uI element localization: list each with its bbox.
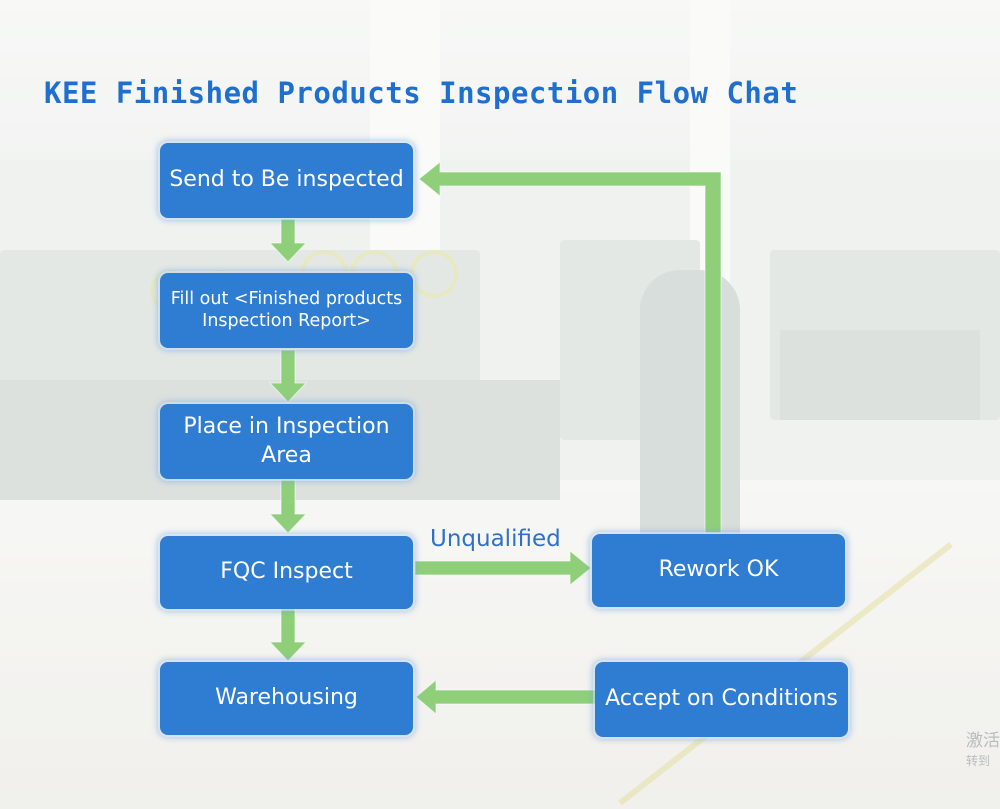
arrow-place-to-fqc bbox=[268, 479, 308, 534]
node-send-to-be-inspected: Send to Be inspected bbox=[160, 143, 413, 218]
node-accept-on-conditions: Accept on Conditions bbox=[595, 662, 848, 737]
edge-label-unqualified: Unqualified bbox=[430, 526, 561, 552]
node-label: Fill out <Finished products Inspection R… bbox=[170, 289, 403, 331]
arrow-fqc-to-rework bbox=[414, 549, 592, 587]
page-title: KEE Finished Products Inspection Flow Ch… bbox=[44, 76, 799, 110]
arrow-accept-to-warehousing bbox=[415, 678, 597, 716]
arrow-fqc-to-warehousing bbox=[268, 608, 308, 662]
node-label: FQC Inspect bbox=[220, 559, 353, 585]
node-fqc-inspect: FQC Inspect bbox=[160, 536, 413, 609]
arrow-fill-to-place bbox=[268, 349, 308, 403]
watermark-line1: 激活 bbox=[966, 731, 1000, 751]
node-label: Place in Inspection Area bbox=[183, 414, 390, 468]
node-place-in-inspection-area: Place in Inspection Area bbox=[160, 404, 413, 479]
node-rework-ok: Rework OK bbox=[592, 534, 845, 607]
node-fill-out-report: Fill out <Finished products Inspection R… bbox=[160, 273, 413, 348]
arrow-send-to-fill bbox=[268, 218, 308, 263]
node-label: Accept on Conditions bbox=[605, 686, 838, 712]
watermark-line2: 转到 bbox=[966, 754, 991, 768]
node-label: Warehousing bbox=[215, 685, 358, 711]
node-warehousing: Warehousing bbox=[160, 662, 413, 735]
arrow-rework-to-send bbox=[418, 160, 722, 534]
node-label: Rework OK bbox=[658, 557, 779, 583]
node-label: Send to Be inspected bbox=[169, 167, 404, 193]
